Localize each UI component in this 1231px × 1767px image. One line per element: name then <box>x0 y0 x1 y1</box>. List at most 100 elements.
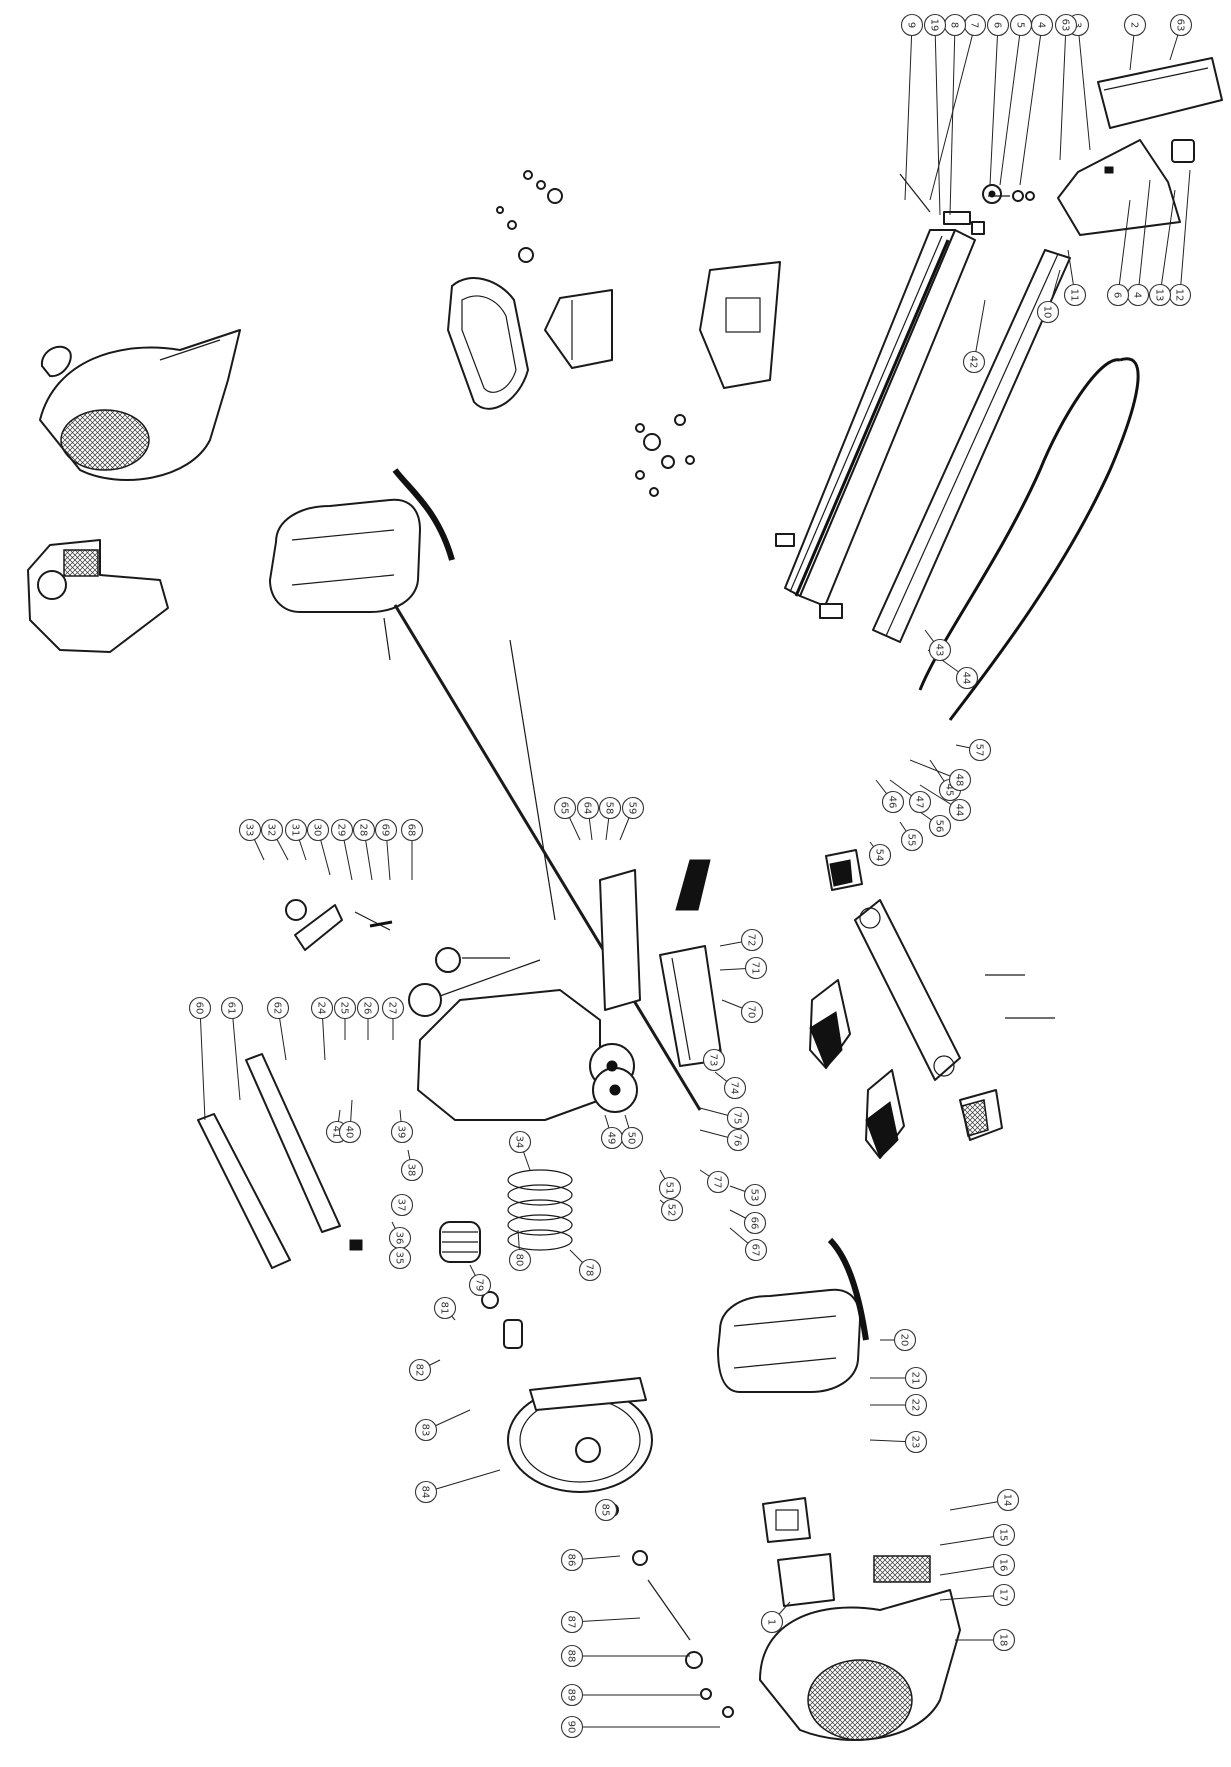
callout-84: 84 <box>414 1480 438 1504</box>
callout-number: 74 <box>729 1082 740 1095</box>
callout-number: 11 <box>1069 289 1080 302</box>
callout-number: 38 <box>406 1164 417 1177</box>
handle-bar-lower <box>717 1237 869 1393</box>
callout-77: 77 <box>706 1170 730 1194</box>
callout-circle <box>928 814 952 838</box>
callout-number: 71 <box>750 962 761 975</box>
callout-circle <box>706 1170 730 1194</box>
callout-circle <box>923 13 947 37</box>
rail-end-bracket <box>699 261 781 389</box>
callout-circle <box>330 818 354 842</box>
callout-circle <box>508 1248 532 1272</box>
end-cap <box>40 345 72 378</box>
callout-56: 56 <box>928 814 952 838</box>
callout-number: 78 <box>584 1264 595 1277</box>
callout-circle <box>352 818 376 842</box>
callout-number: 68 <box>406 824 417 837</box>
pedal-bracket-plate <box>285 899 393 951</box>
callout-circle <box>578 1258 602 1282</box>
callout-number: 10 <box>1042 306 1053 319</box>
support-tube-a <box>197 1113 291 1269</box>
callout-number: 24 <box>316 1002 327 1015</box>
callout-25: 25 <box>333 996 357 1020</box>
callout-number: 1 <box>766 1619 777 1625</box>
callout-16: 16 <box>992 1553 1016 1577</box>
seat-roller-hardware <box>899 173 1035 235</box>
callout-number: 13 <box>1154 289 1165 302</box>
callout-circle <box>284 818 308 842</box>
callout-24: 24 <box>310 996 334 1020</box>
callout-number: 7 <box>969 22 980 28</box>
callout-number: 36 <box>394 1232 405 1245</box>
callout-leader-19 <box>934 24 941 216</box>
callout-63: 63 <box>1054 13 1078 37</box>
callout-circle <box>904 1430 928 1454</box>
callout-4: 4 <box>1030 13 1054 37</box>
callout-circle <box>948 798 972 822</box>
callout-circle <box>560 1644 584 1668</box>
callout-circle <box>992 1553 1016 1577</box>
callout-circle <box>928 638 952 662</box>
callout-circle <box>658 1176 682 1200</box>
tension-knob <box>408 947 541 1017</box>
callout-number: 17 <box>998 1589 1009 1602</box>
callout-number: 49 <box>606 1132 617 1145</box>
callout-circle <box>992 1628 1016 1652</box>
callout-6: 6 <box>1106 283 1130 307</box>
fan-shroud-left <box>39 329 241 481</box>
callout-34: 34 <box>508 1130 532 1154</box>
seat-cushion <box>1097 57 1223 129</box>
callout-number: 61 <box>226 1002 237 1015</box>
callout-46: 46 <box>881 790 905 814</box>
callout-21: 21 <box>904 1366 928 1390</box>
callout-circle <box>1054 13 1078 37</box>
console-housing <box>777 1553 931 1607</box>
callout-66: 66 <box>743 1211 767 1235</box>
callout-number: 16 <box>998 1559 1009 1572</box>
callout-circle <box>356 996 380 1020</box>
callout-number: 60 <box>194 1002 205 1015</box>
callout-59: 59 <box>621 796 645 820</box>
callout-10: 10 <box>1036 300 1060 324</box>
callout-43: 43 <box>928 638 952 662</box>
callout-number: 76 <box>732 1134 743 1147</box>
callout-number: 37 <box>396 1199 407 1212</box>
callout-circle <box>414 1480 438 1504</box>
callout-32: 32 <box>260 818 284 842</box>
callout-circle <box>702 1048 726 1072</box>
callout-circle <box>508 1130 532 1154</box>
callout-circle <box>904 1393 928 1417</box>
callout-number: 65 <box>559 802 570 815</box>
callout-60: 60 <box>188 996 212 1020</box>
callout-4: 4 <box>1126 283 1150 307</box>
callout-number: 85 <box>600 1504 611 1517</box>
callout-37: 37 <box>390 1193 414 1217</box>
callout-number: 83 <box>420 1424 431 1437</box>
spring-spool <box>439 1221 481 1263</box>
callout-circle <box>560 1683 584 1707</box>
callout-17: 17 <box>992 1583 1016 1607</box>
callout-6: 6 <box>986 13 1010 37</box>
rail-cover <box>872 249 1071 643</box>
callout-35: 35 <box>388 1246 412 1270</box>
callout-circle <box>414 1418 438 1442</box>
callout-number: 72 <box>746 934 757 947</box>
callout-52: 52 <box>660 1198 684 1222</box>
callout-circle <box>1169 13 1193 37</box>
callout-circle <box>968 738 992 762</box>
connecting-rod <box>393 604 702 1111</box>
callout-circle <box>881 790 905 814</box>
callout-81: 81 <box>433 1296 457 1320</box>
callout-circle <box>1123 13 1147 37</box>
callout-number: 15 <box>998 1529 1009 1542</box>
console-display <box>762 1497 811 1543</box>
callout-9: 9 <box>900 13 924 37</box>
callout-circle <box>400 818 424 842</box>
callout-number: 73 <box>708 1054 719 1067</box>
callout-64: 64 <box>576 796 600 820</box>
callout-30: 30 <box>306 818 330 842</box>
axle-bushing <box>481 1291 523 1349</box>
callout-circle <box>744 956 768 980</box>
callout-number: 56 <box>934 820 945 833</box>
fan-shroud-rear <box>759 1589 961 1741</box>
